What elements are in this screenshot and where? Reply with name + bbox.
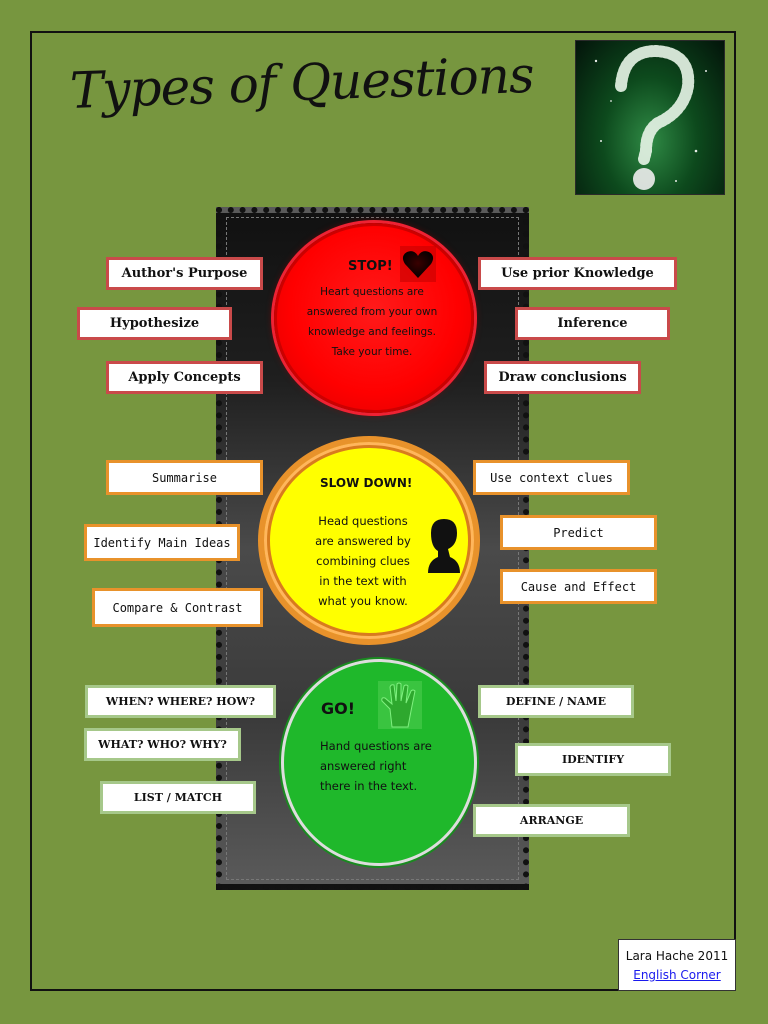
tag-inference: Inference: [515, 307, 670, 340]
tag-arrange: ARRANGE: [473, 804, 630, 837]
yellow-light-text: Head questions are answered by combining…: [315, 514, 411, 608]
english-corner-link[interactable]: English Corner: [633, 968, 721, 982]
page-frame: [30, 31, 736, 991]
tag-authors-purpose: Author's Purpose: [106, 257, 263, 290]
tag-use-prior-knowledge: Use prior Knowledge: [478, 257, 677, 290]
question-mark-image: [575, 40, 725, 195]
tag-draw-conclusions: Draw conclusions: [484, 361, 641, 394]
yellow-light-heading: SLOW DOWN!: [320, 476, 413, 490]
hand-icon: [378, 681, 422, 729]
tag-identify: IDENTIFY: [515, 743, 671, 776]
credit-author: Lara Hache 2011: [625, 949, 729, 963]
credit-box: Lara Hache 2011 English Corner: [618, 939, 736, 991]
tag-cause-and-effect: Cause and Effect: [500, 569, 657, 604]
tag-use-context-clues: Use context clues: [473, 460, 630, 495]
tag-define-name: DEFINE / NAME: [478, 685, 634, 718]
green-light-text: Hand questions are answered right there …: [320, 739, 432, 793]
tag-identify-main-ideas: Identify Main Ideas: [84, 524, 240, 561]
red-light-heading: STOP!: [348, 259, 393, 274]
tag-apply-concepts: Apply Concepts: [106, 361, 263, 394]
red-light: [274, 223, 474, 413]
green-light: [281, 659, 477, 866]
tag-predict: Predict: [500, 515, 657, 550]
tag-what-who-why: WHAT? WHO? WHY?: [84, 728, 241, 761]
head-silhouette-icon: [426, 515, 462, 573]
tag-summarise: Summarise: [106, 460, 263, 495]
tag-when-where-how: WHEN? WHERE? HOW?: [85, 685, 276, 718]
green-light-heading: GO!: [321, 699, 356, 718]
tag-compare-contrast: Compare & Contrast: [92, 588, 263, 627]
tag-list-match: LIST / MATCH: [100, 781, 256, 814]
heart-icon: [400, 246, 436, 282]
tag-hypothesize: Hypothesize: [77, 307, 232, 340]
red-light-text: Heart questions are answered from your o…: [306, 286, 438, 358]
